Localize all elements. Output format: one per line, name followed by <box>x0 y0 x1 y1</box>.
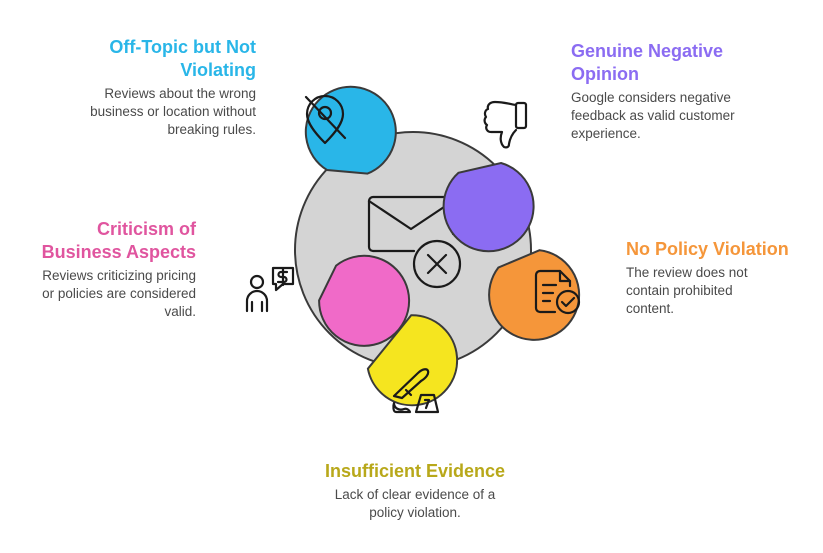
crime-scene-icon <box>392 368 440 414</box>
item-negative-opinion: Genuine Negative Opinion Google consider… <box>571 40 771 143</box>
business-criticism-title: Criticism of Business Aspects <box>41 219 196 262</box>
off-topic-bubble <box>304 85 397 175</box>
location-off-icon <box>304 94 347 145</box>
insufficient-evidence-bubble <box>366 314 459 414</box>
thumbs-down-icon <box>483 100 528 149</box>
negative-opinion-bubble <box>442 100 535 253</box>
negative-opinion-title: Genuine Negative Opinion <box>571 41 724 84</box>
no-violation-description: The review does not contain prohibited c… <box>626 265 748 316</box>
item-no-violation: No Policy Violation The review does not … <box>626 238 811 318</box>
document-check-icon <box>534 269 581 315</box>
business-criticism-description: Reviews criticizing pricing or policies … <box>42 268 196 319</box>
item-business-criticism: Criticism of Business Aspects Reviews cr… <box>24 218 196 321</box>
insufficient-evidence-title: Insufficient Evidence <box>324 461 506 481</box>
off-topic-description: Reviews about the wrong business or loca… <box>90 86 256 137</box>
business-criticism-bubble <box>245 254 411 347</box>
item-insufficient-evidence: Insufficient Evidence Lack of clear evid… <box>305 460 525 522</box>
negative-opinion-description: Google considers negative feedback as va… <box>571 90 735 141</box>
no-violation-title: No Policy Violation <box>626 239 789 259</box>
person-price-icon <box>245 266 295 313</box>
no-violation-bubble <box>488 249 581 341</box>
insufficient-evidence-description: Lack of clear evidence of a policy viola… <box>334 487 496 520</box>
item-off-topic: Off-Topic but Not Violating Reviews abou… <box>40 36 256 139</box>
off-topic-title: Off-Topic but Not Violating <box>109 37 256 80</box>
